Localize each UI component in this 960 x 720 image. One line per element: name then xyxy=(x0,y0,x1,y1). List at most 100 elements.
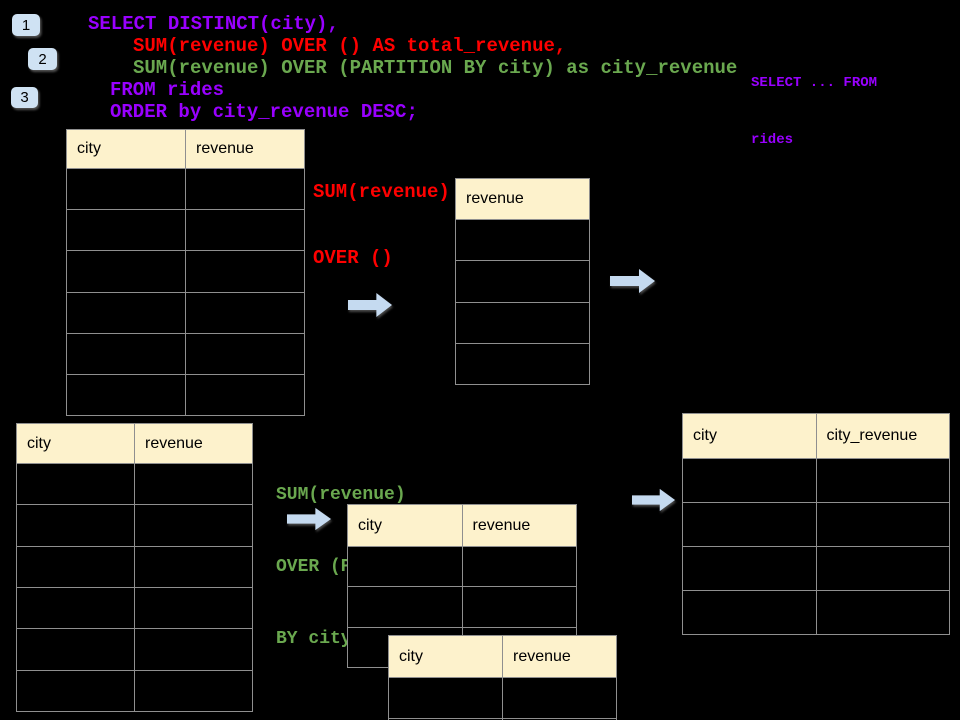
table-cell-empty xyxy=(683,591,816,634)
table-row xyxy=(17,505,252,547)
column-header-city: city xyxy=(77,140,101,157)
step-badge-2: 2 xyxy=(28,48,57,70)
table-row xyxy=(67,374,304,416)
column-header-revenue: revenue xyxy=(461,505,577,546)
table-cell-empty xyxy=(185,333,304,374)
annotation-partition-line1: SUM(revenue) xyxy=(276,485,406,505)
table-cell-empty xyxy=(134,587,252,629)
table-cell-empty xyxy=(348,587,462,626)
table-cell-empty xyxy=(815,547,950,590)
table-header-row: city revenue xyxy=(67,130,304,169)
table-header-row: city city_revenue xyxy=(683,414,949,459)
step-badge-3: 3 xyxy=(11,87,38,108)
table-row xyxy=(17,546,252,588)
table-cell-empty xyxy=(185,374,304,416)
table-cell-empty xyxy=(134,670,252,711)
table-row xyxy=(683,591,949,634)
table-cell-empty xyxy=(185,251,304,292)
side-note-select-from: SELECT ... FROM rides xyxy=(751,36,877,188)
table-cell-empty xyxy=(17,671,134,711)
annotation-total-line1: SUM(revenue) xyxy=(313,181,450,203)
table-row xyxy=(683,547,949,591)
table-cell-empty xyxy=(461,547,577,587)
side-note-line2: rides xyxy=(751,132,794,148)
column-header-revenue: revenue xyxy=(466,190,524,207)
table-row xyxy=(456,302,589,344)
table-cell-empty xyxy=(456,261,589,301)
partition-table-lower: city revenue xyxy=(388,635,617,720)
table-cell-empty xyxy=(67,251,185,291)
annotation-total-line2: OVER () xyxy=(313,247,393,269)
table-cell-empty xyxy=(456,303,589,343)
arrow-right-icon xyxy=(632,488,676,512)
column-header-revenue: revenue xyxy=(502,636,616,677)
column-header-city: city xyxy=(358,516,382,534)
table-cell-empty xyxy=(67,375,185,415)
table-row xyxy=(348,587,577,628)
total-revenue-table: revenue xyxy=(455,178,590,385)
side-note-line1: SELECT ... FROM xyxy=(751,75,878,91)
table-cell-empty xyxy=(134,505,252,546)
table-cell-empty xyxy=(17,464,134,504)
table-cell-empty xyxy=(185,292,304,333)
arrow-right-icon xyxy=(610,269,655,293)
table-cell-empty xyxy=(134,464,252,505)
table-cell-empty xyxy=(134,546,252,587)
table-cell-empty xyxy=(502,678,616,718)
table-cell-empty xyxy=(17,588,134,628)
table-row xyxy=(17,587,252,630)
table-cell-empty xyxy=(67,293,185,333)
table-cell-empty xyxy=(683,459,816,502)
table-cell-empty xyxy=(17,547,134,587)
table-row xyxy=(17,670,252,711)
table-row xyxy=(17,629,252,671)
column-header-city: city xyxy=(693,427,717,444)
table-row xyxy=(67,169,304,211)
table-row xyxy=(67,292,304,334)
table-row xyxy=(456,220,589,262)
table-header-row: revenue xyxy=(456,179,589,220)
table-header-row: city revenue xyxy=(389,636,616,678)
source-table-bottom: city revenue xyxy=(16,423,253,712)
table-cell-empty xyxy=(815,503,950,546)
table-row xyxy=(67,251,304,293)
table-cell-empty xyxy=(389,678,502,718)
table-row xyxy=(683,459,949,503)
table-cell-empty xyxy=(348,547,462,586)
table-cell-empty xyxy=(67,169,185,209)
table-cell-empty xyxy=(67,334,185,374)
table-row xyxy=(456,343,589,384)
table-cell-empty xyxy=(815,459,950,502)
sql-line-city-revenue: SUM(revenue) OVER (PARTITION BY city) as… xyxy=(133,57,738,79)
source-table-top: city revenue xyxy=(66,129,305,416)
table-row xyxy=(683,503,949,547)
table-cell-empty xyxy=(185,210,304,251)
table-cell-empty xyxy=(17,505,134,545)
table-cell-empty xyxy=(461,587,577,627)
table-cell-empty xyxy=(134,629,252,670)
table-header-row: city revenue xyxy=(17,424,252,464)
table-cell-empty xyxy=(683,547,816,590)
sql-line-order: ORDER by city_revenue DESC; xyxy=(110,101,418,123)
table-row xyxy=(456,261,589,303)
table-row xyxy=(348,547,577,588)
sql-line-select: SELECT DISTINCT(city), xyxy=(88,13,339,35)
column-header-revenue: revenue xyxy=(134,424,252,463)
table-header-row: city revenue xyxy=(348,505,576,547)
annotation-total-revenue: SUM(revenue) OVER () xyxy=(313,137,450,313)
table-cell-empty xyxy=(17,629,134,669)
arrow-right-icon xyxy=(348,293,393,317)
column-header-revenue: revenue xyxy=(185,130,304,168)
table-cell-empty xyxy=(456,220,589,260)
column-header-city: city xyxy=(399,647,423,665)
table-cell-empty xyxy=(456,344,589,384)
table-cell-empty xyxy=(683,503,816,546)
table-cell-empty xyxy=(815,591,950,634)
sql-line-from: FROM rides xyxy=(110,79,225,101)
table-cell-empty xyxy=(67,210,185,250)
table-row xyxy=(67,210,304,252)
sql-line-total-revenue: SUM(revenue) OVER () AS total_revenue, xyxy=(133,35,567,57)
arrow-right-icon xyxy=(287,507,332,531)
step-badge-1: 1 xyxy=(12,14,40,36)
